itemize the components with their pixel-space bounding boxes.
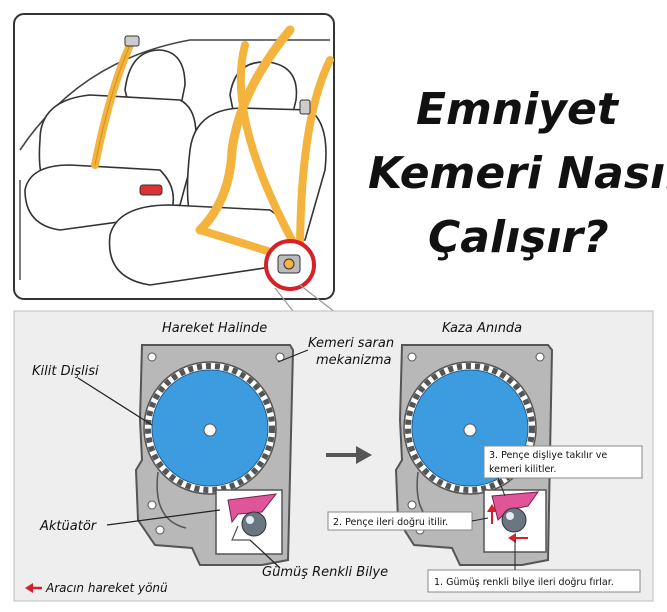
belt-anchor [124,35,140,47]
label-retractor-2: mekanizma [316,353,391,368]
title-line-2: Kemeri Nasıl [368,148,667,199]
label-retractor-1: Kemeri saran [308,336,394,351]
belt-guide [299,99,311,115]
red-arrow-icon [25,583,33,593]
label-silver-ball: Gümüş Renkli Bilye [262,565,388,580]
rear-buckle [139,184,163,196]
leader-lines [77,349,309,569]
retractor-moving [134,344,295,566]
step-1-callout: 1. Gümüş renkli bilye ileri doğru fırlar… [427,540,641,593]
label-lock-gear: Kilit Dişlisi [32,364,99,379]
page-title: Emniyet Kemeri Nasıl Çalışır? [368,84,667,263]
step-3-line-1: 3. Pençe dişliye takılır ve [489,450,607,461]
title-line-3: Çalışır? [428,212,609,263]
step-2-text: 2. Pençe ileri doğru itilir. [333,517,448,528]
step-3-callout: 3. Pençe dişliye takılır ve kemeri kilit… [483,445,643,497]
car-seat-illustration [13,13,346,321]
retractor-highlight [264,239,316,291]
front-seat [108,61,327,286]
step-3-line-2: kemeri kilitler. [489,464,556,475]
step-2-callout: 2. Pençe ileri doğru itilir. [327,511,489,531]
label-actuator: Aktüatör [39,519,98,534]
direction-legend: Aracın hareket yönü [25,581,168,595]
transition-arrow [326,446,372,464]
title-line-1: Emniyet [416,84,620,135]
label-crash: Kaza Anında [442,321,522,336]
silver-ball-crash [501,507,527,533]
label-moving: Hareket Halinde [162,321,267,336]
actuator-pawl-crash [491,491,540,521]
legend-direction-text: Aracın hareket yönü [45,581,168,595]
step-1-text: 1. Gümüş renkli bilye ileri doğru fırlar… [434,577,614,588]
silver-ball-moving [241,511,267,537]
